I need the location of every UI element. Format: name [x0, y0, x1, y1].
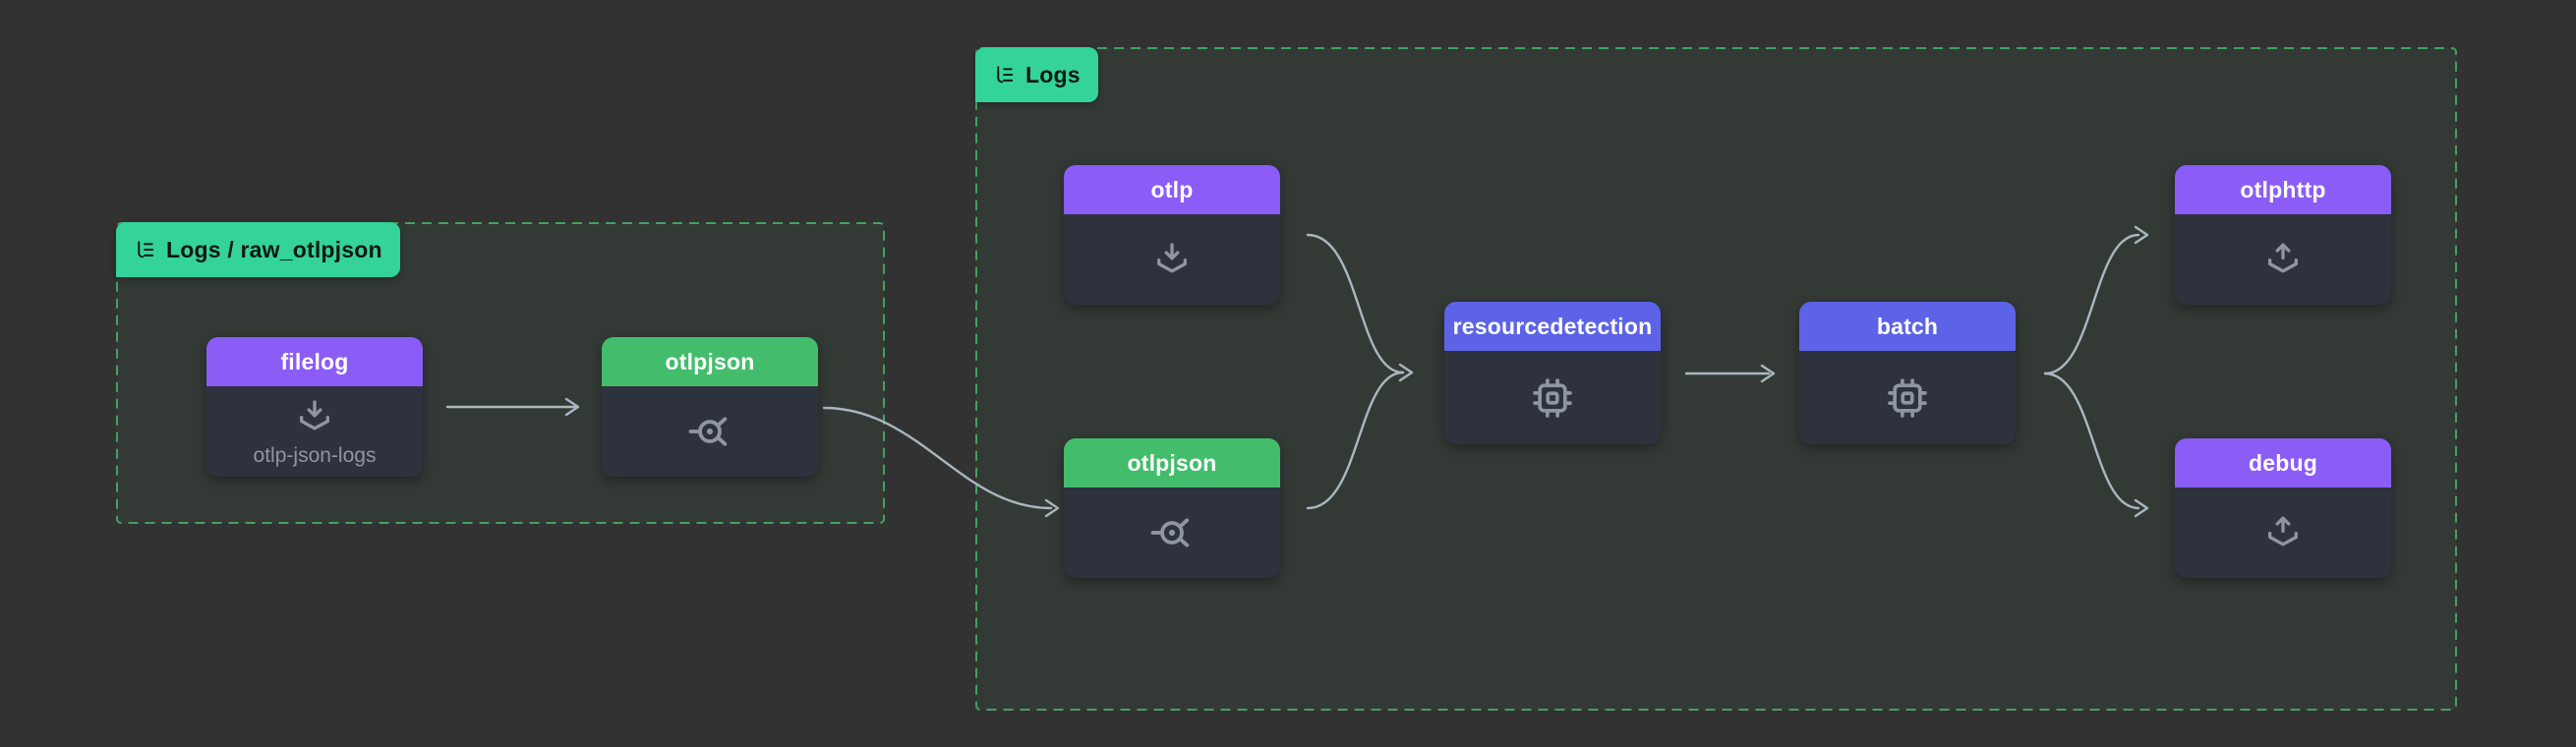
node-otlp[interactable]: otlp: [1064, 165, 1280, 305]
exporter-icon: [2263, 513, 2303, 552]
node-otlphttp[interactable]: otlphttp: [2175, 165, 2391, 305]
processor-icon: [1531, 376, 1574, 420]
group-label-logs: Logs: [975, 47, 1098, 102]
node-header-connector: otlpjson: [602, 337, 818, 386]
node-batch[interactable]: batch: [1799, 302, 2016, 444]
node-title: otlphttp: [2240, 176, 2326, 202]
node-title: otlp: [1150, 176, 1194, 202]
node-title: filelog: [280, 348, 349, 374]
node-body: [1799, 351, 2016, 444]
node-header-processor: resourcedetection: [1444, 302, 1661, 351]
edge-otlpjson_left-to-otlpjson_right: [822, 406, 1053, 510]
connector-icon: [1149, 510, 1195, 555]
arrowhead-icon: [564, 397, 580, 417]
node-subtitle: otlp-json-logs: [253, 444, 377, 467]
node-resourcedetection[interactable]: resourcedetection: [1444, 302, 1661, 444]
node-title: otlpjson: [665, 348, 755, 374]
edge-batch-to-otlphttp: [2043, 233, 2140, 375]
node-body: [2175, 488, 2391, 578]
logs-icon: [134, 239, 156, 261]
node-header-receiver: otlp: [1064, 165, 1280, 214]
node-debug[interactable]: debug: [2175, 438, 2391, 578]
arrowhead-icon: [1760, 364, 1776, 383]
node-header-exporter: debug: [2175, 438, 2391, 488]
connector-icon: [687, 409, 732, 454]
logs-icon: [993, 64, 1016, 86]
node-title: batch: [1876, 313, 1939, 339]
group-label-text: Logs: [1025, 61, 1081, 87]
receiver-icon: [295, 397, 334, 436]
node-body: [1444, 351, 1661, 444]
arrowhead-icon: [1044, 498, 1060, 518]
node-filelog[interactable]: filelog otlp-json-logs: [206, 337, 423, 477]
node-body: [602, 386, 818, 477]
receiver-icon: [1152, 240, 1192, 279]
node-title: resourcedetection: [1452, 313, 1653, 339]
edge-otlp-to-resourcedetection: [1306, 233, 1405, 374]
node-body: [1064, 488, 1280, 578]
group-label-text: Logs / raw_otlpjson: [166, 236, 382, 262]
node-otlpjson-right[interactable]: otlpjson: [1064, 438, 1280, 578]
edge-batch-to-debug: [2043, 372, 2140, 510]
arrowhead-icon: [1398, 363, 1414, 382]
node-header-processor: batch: [1799, 302, 2016, 351]
node-title: otlpjson: [1127, 449, 1217, 476]
node-otlpjson-left[interactable]: otlpjson: [602, 337, 818, 477]
arrowhead-icon: [2134, 498, 2149, 518]
node-body: [1064, 214, 1280, 305]
node-header-receiver: filelog: [206, 337, 423, 386]
arrowhead-icon: [2134, 225, 2149, 245]
group-label-logs-raw-otlpjson: Logs / raw_otlpjson: [116, 222, 400, 277]
node-body: [2175, 214, 2391, 305]
node-title: debug: [2249, 449, 2317, 476]
node-header-exporter: otlphttp: [2175, 165, 2391, 214]
node-body: otlp-json-logs: [206, 386, 423, 477]
pipeline-group-border: [975, 47, 2457, 711]
processor-icon: [1886, 376, 1929, 420]
node-header-connector: otlpjson: [1064, 438, 1280, 488]
exporter-icon: [2263, 240, 2303, 279]
edge-otlpjson_right-to-resourcedetection: [1306, 371, 1405, 510]
